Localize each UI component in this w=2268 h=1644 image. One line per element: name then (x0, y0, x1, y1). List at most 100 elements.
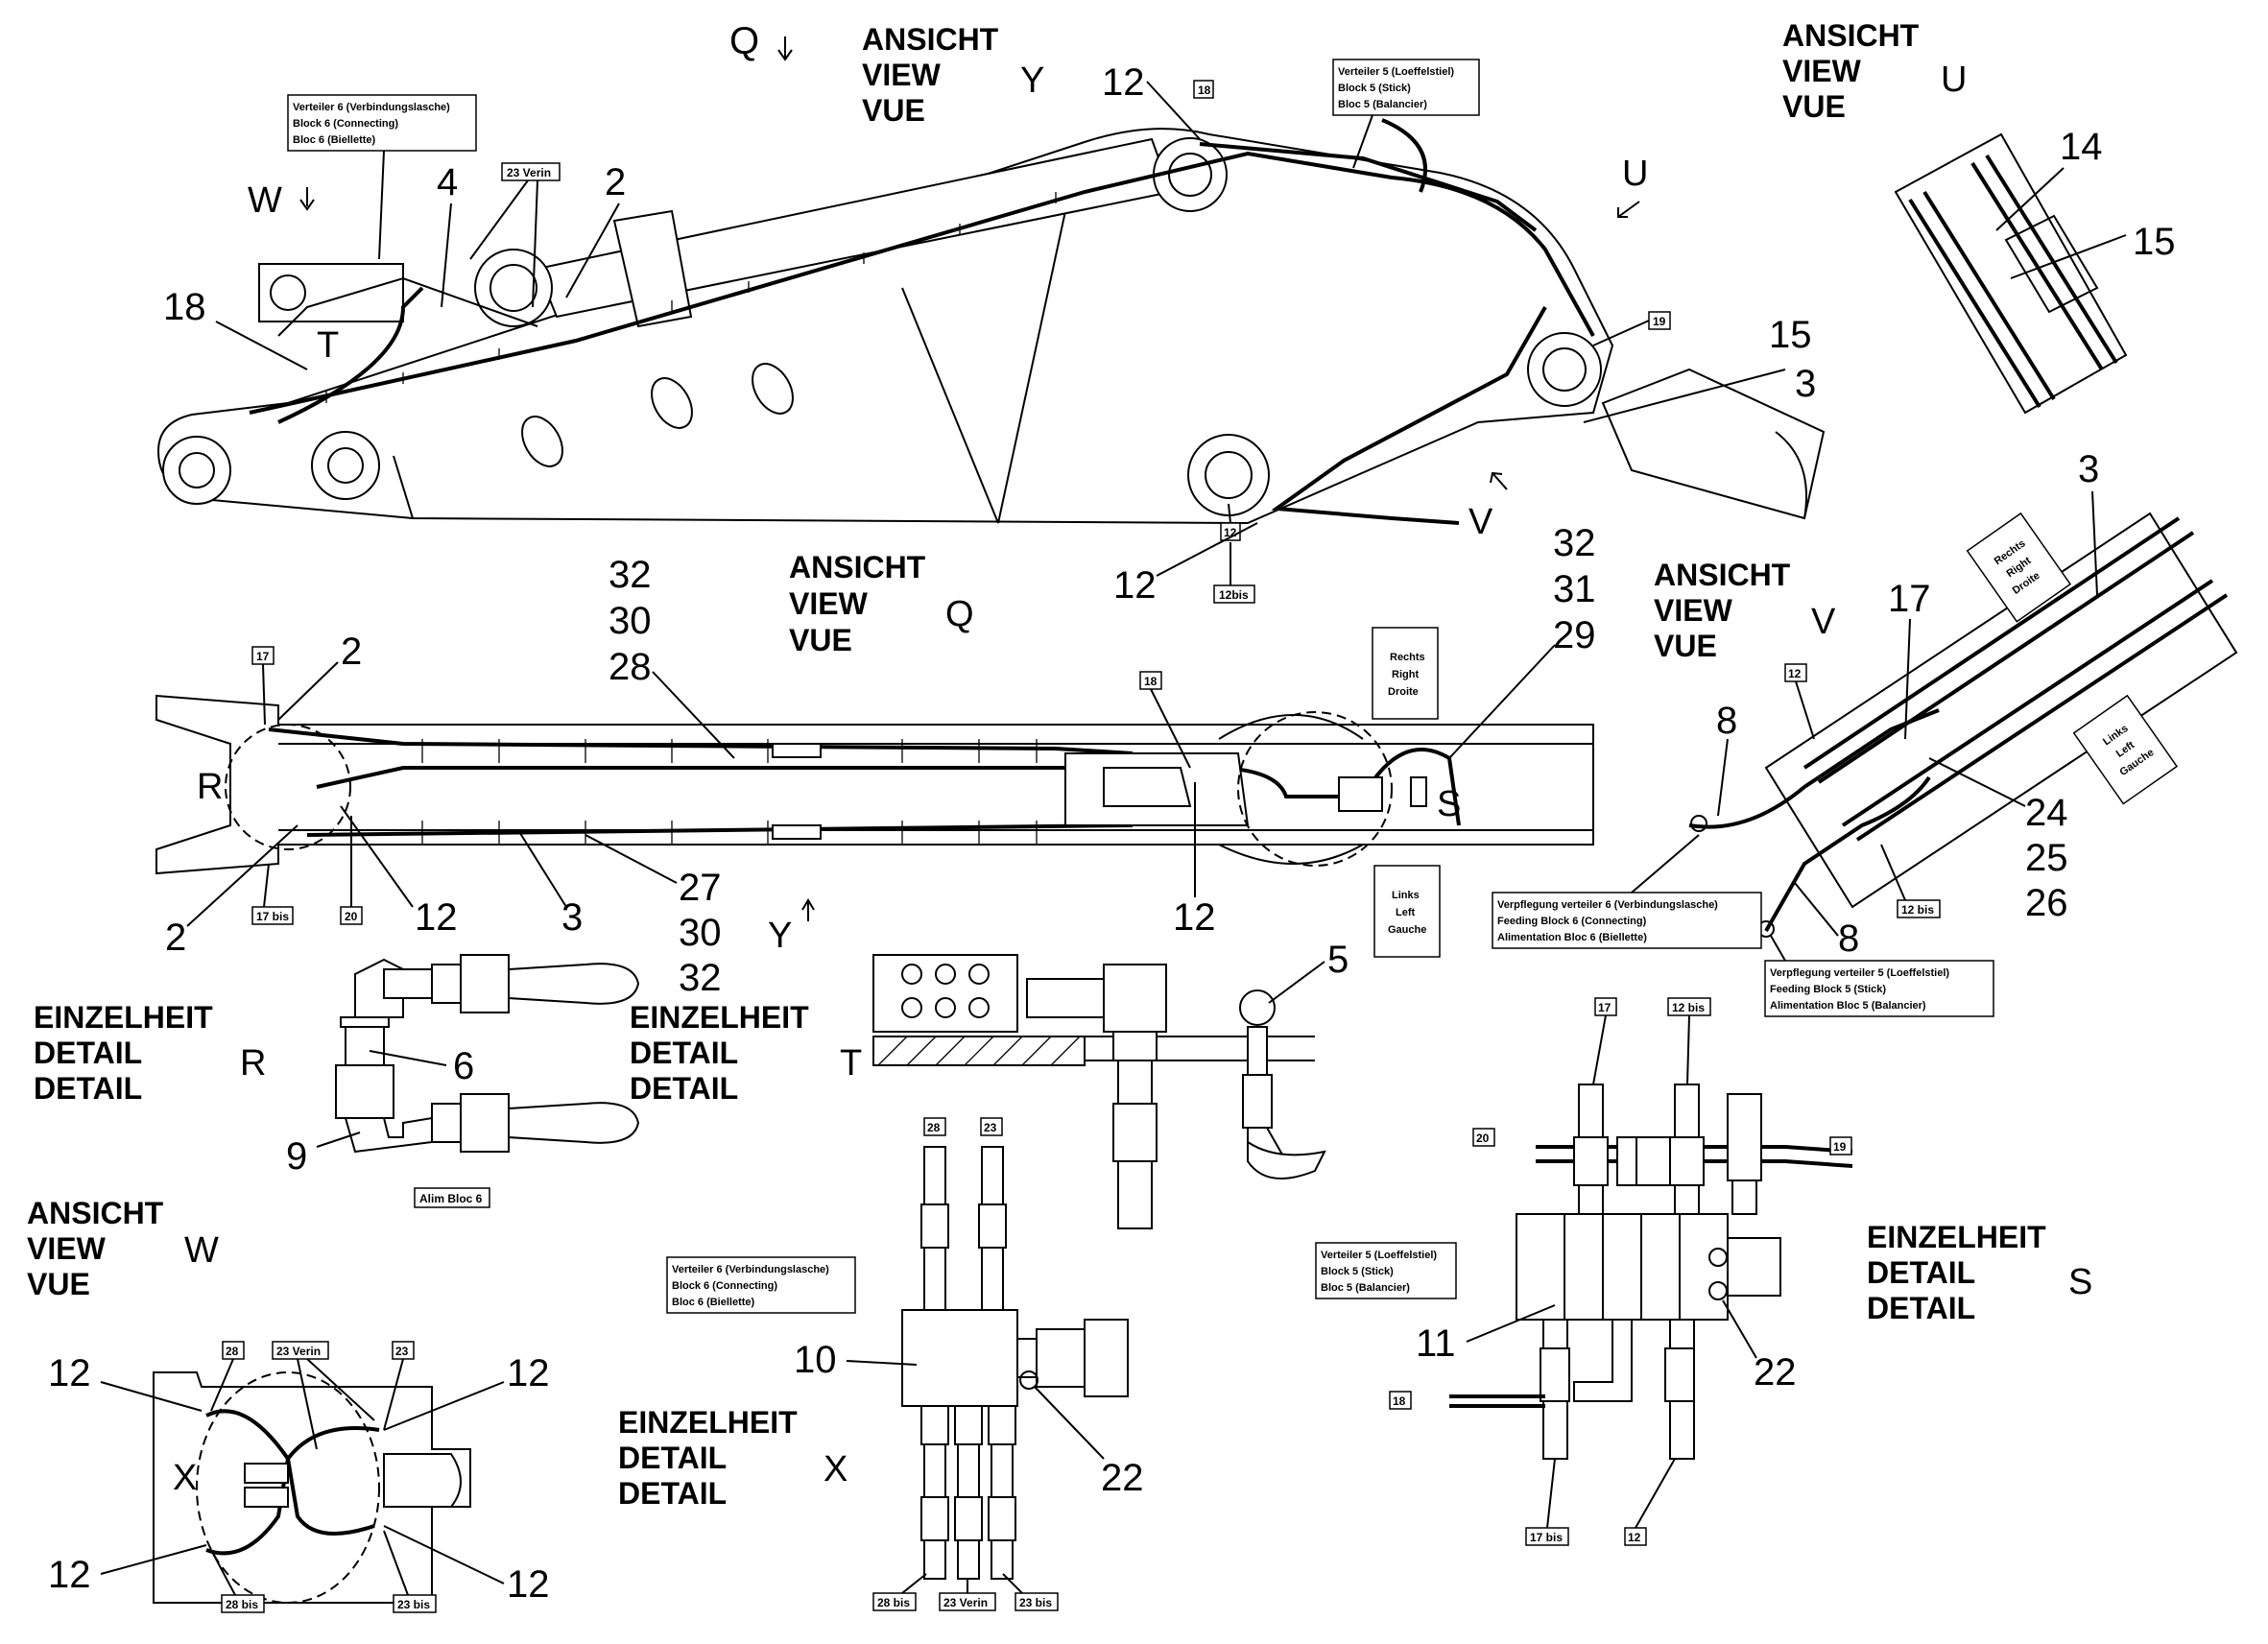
callout-12-w4: 12 (507, 1563, 550, 1606)
svg-text:Droite: Droite (1388, 686, 1419, 698)
verteiler6-top-box: Verteiler 6 (Verbindungslasche) Block 6 … (287, 94, 477, 260)
callout-2-top: 2 (605, 161, 626, 203)
svg-text:Y: Y (1020, 60, 1044, 101)
svg-text:Block 6 (Connecting): Block 6 (Connecting) (293, 118, 398, 130)
tag-19-s: 19 (1829, 1136, 1852, 1156)
detail-x-drawing (901, 1146, 1129, 1580)
callout-14-u: 14 (2060, 126, 2103, 168)
tag-23verin-top: 23 Verin (469, 162, 561, 308)
svg-text:28 bis: 28 bis (877, 1596, 910, 1609)
verteiler5-s-box: Verteiler 5 (Loeffelstiel) Block 5 (Stic… (1315, 1242, 1457, 1299)
svg-text:Q: Q (945, 594, 974, 634)
marker-w: W (248, 180, 282, 221)
callout-22-x: 22 (1101, 1457, 1144, 1499)
svg-text:23 Verin: 23 Verin (943, 1596, 988, 1609)
callout-3-v: 3 (2078, 448, 2099, 490)
marker-y-bottom: Y (768, 916, 792, 956)
tag-19-top: 19 (1592, 311, 1671, 346)
svg-text:EINZELHEIT: EINZELHEIT (34, 1000, 213, 1035)
tag-23verin-w: 23 Verin (272, 1341, 375, 1450)
svg-text:VUE: VUE (862, 93, 925, 128)
detail-t-drawing (872, 954, 1326, 1229)
tag-12bis-s: 12 bis (1667, 997, 1711, 1085)
tag-12-top: 12 (1220, 503, 1241, 541)
callout-22-s: 22 (1754, 1351, 1797, 1394)
svg-text:12 bis: 12 bis (1901, 903, 1934, 917)
callout-24-v: 24 (2025, 792, 2068, 834)
svg-text:R: R (240, 1043, 266, 1084)
svg-text:EINZELHEIT: EINZELHEIT (618, 1405, 798, 1440)
svg-text:Verteiler 6 (Verbindungslasche: Verteiler 6 (Verbindungslasche) (672, 1264, 829, 1275)
svg-text:VIEW: VIEW (862, 58, 942, 92)
callout-12-q: 12 (415, 896, 458, 939)
callout-25-v: 25 (2025, 837, 2068, 879)
view-q-arrow-icon (777, 36, 793, 61)
svg-text:V: V (1811, 602, 1836, 642)
callout-30-q: 30 (609, 600, 652, 642)
svg-text:28: 28 (927, 1121, 941, 1134)
svg-text:Block 5 (Stick): Block 5 (Stick) (1321, 1266, 1394, 1277)
tag-12-v: 12 (1784, 663, 1815, 740)
marker-t: T (317, 325, 339, 366)
tag-23verin-x: 23 Verin (939, 1579, 996, 1611)
svg-text:VUE: VUE (1782, 89, 1846, 124)
view-u-heading: ANSICHT VIEW VUE U (1782, 18, 1967, 124)
tag-18-q: 18 (1139, 671, 1191, 769)
detail-s-drawing (1449, 1084, 1853, 1460)
callout-8-v2: 8 (1838, 917, 1859, 960)
svg-text:23 Verin: 23 Verin (507, 166, 551, 179)
callout-32-q2: 32 (1553, 522, 1596, 564)
callout-4: 4 (437, 161, 458, 203)
callout-17-v: 17 (1888, 578, 1931, 620)
detail-x-heading: EINZELHEIT DETAIL DETAIL X (618, 1405, 848, 1511)
tag-12-s: 12 (1624, 1458, 1676, 1546)
svg-text:Alim Bloc 6: Alim Bloc 6 (419, 1192, 483, 1205)
svg-text:19: 19 (1653, 315, 1666, 328)
svg-text:DETAIL: DETAIL (34, 1036, 142, 1070)
marker-r: R (197, 767, 223, 807)
svg-text:12bis: 12bis (1219, 588, 1249, 602)
svg-text:Bloc 6 (Biellette): Bloc 6 (Biellette) (293, 134, 376, 146)
marker-u: U (1622, 154, 1648, 194)
svg-text:U: U (1941, 60, 1967, 100)
svg-text:DETAIL: DETAIL (618, 1476, 727, 1511)
marker-v: V (1468, 502, 1493, 542)
svg-text:DETAIL: DETAIL (34, 1071, 142, 1106)
callout-15-top: 15 (1769, 314, 1812, 356)
callout-12-top: 12 (1102, 61, 1145, 104)
tag-12bis-top: 12bis (1213, 542, 1255, 604)
svg-text:Left: Left (1396, 907, 1416, 918)
svg-text:Feeding Block 6 (Connecting): Feeding Block 6 (Connecting) (1497, 916, 1647, 927)
callout-12-w1: 12 (48, 1352, 91, 1394)
callout-10-x: 10 (794, 1339, 837, 1381)
callout-8-v: 8 (1716, 700, 1737, 742)
links-v-box: Links Left Gauche (2072, 694, 2179, 805)
detail-r-drawing (335, 954, 640, 1154)
tag-23-x: 23 (980, 1117, 1003, 1136)
callout-11-s: 11 (1416, 1322, 1456, 1365)
svg-text:28: 28 (226, 1345, 239, 1358)
view-q-top-label: Q (729, 20, 759, 62)
marker-x: X (173, 1458, 197, 1498)
verteiler6-x-box: Verteiler 6 (Verbindungslasche) Block 6 … (666, 1256, 856, 1314)
boom-side-view (156, 118, 1826, 525)
svg-text:17: 17 (256, 650, 270, 663)
svg-text:VIEW: VIEW (1654, 593, 1733, 628)
svg-text:W: W (184, 1230, 219, 1271)
tag-17-s: 17 (1592, 997, 1617, 1085)
view-v-heading: ANSICHT VIEW VUE V (1654, 558, 1836, 663)
verteiler5-top-box: Verteiler 5 (Loeffelstiel) Block 5 (Stic… (1332, 59, 1480, 169)
tag-23bis-w: 23 bis (383, 1530, 437, 1613)
view-w-heading: ANSICHT VIEW VUE W (27, 1196, 219, 1301)
svg-text:12: 12 (1628, 1531, 1641, 1544)
svg-text:23: 23 (984, 1121, 997, 1134)
tag-28-x: 28 (923, 1117, 946, 1136)
view-q-heading: ANSICHT VIEW VUE Q (789, 550, 974, 657)
svg-text:Right: Right (1392, 669, 1419, 680)
svg-text:S: S (2068, 1262, 2092, 1302)
svg-text:Links: Links (1392, 890, 1420, 901)
svg-text:18: 18 (1198, 83, 1211, 97)
svg-text:ANSICHT: ANSICHT (862, 22, 999, 57)
rechts-q-box: Rechts Right Droite (1372, 627, 1439, 720)
